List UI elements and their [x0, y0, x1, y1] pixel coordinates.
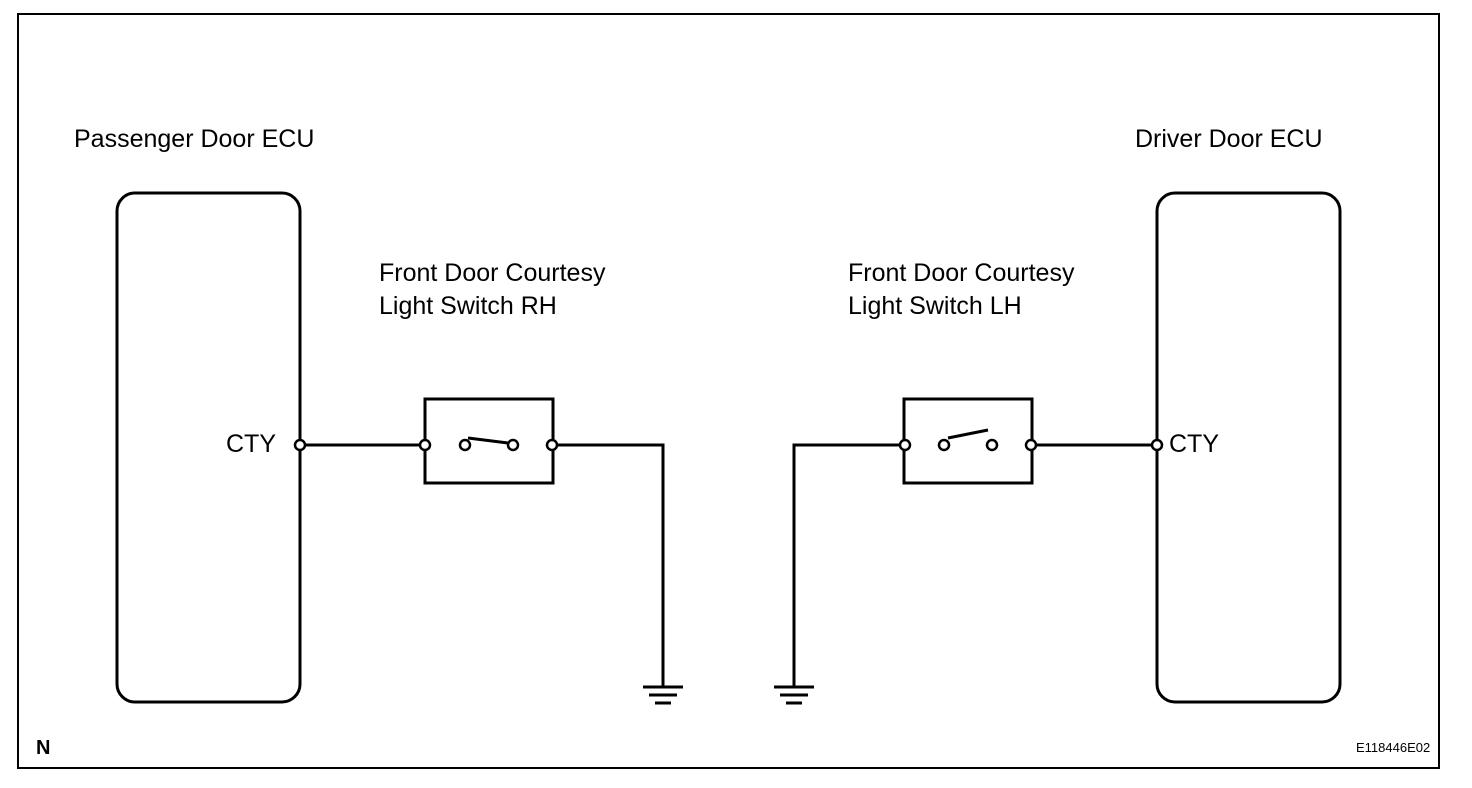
switch-lh-label-line2: Light Switch LH [848, 292, 1022, 320]
ground-symbol-rh [643, 685, 683, 705]
switch-lh-label-line1: Front Door Courtesy [848, 259, 1075, 287]
switch-lh-terminal-left [898, 438, 912, 452]
passenger-cty-pin-label: CTY [226, 430, 276, 458]
switch-rh-contact-right [506, 438, 520, 452]
switch-rh-label-line2: Light Switch RH [379, 292, 557, 320]
passenger-cty-terminal [293, 438, 307, 452]
north-marker: N [36, 737, 51, 759]
switch-rh-label-line1: Front Door Courtesy [379, 259, 606, 287]
driver-ecu-title: Driver Door ECU [1135, 125, 1323, 153]
switch-lh-box [902, 397, 1034, 485]
driver-cty-terminal [1150, 438, 1164, 452]
switch-lh-blade [947, 428, 989, 440]
wire-switch-rh-to-ground [557, 443, 665, 686]
switch-lh-terminal-right [1024, 438, 1038, 452]
switch-rh-blade [467, 436, 509, 445]
switch-rh-terminal-right [545, 438, 559, 452]
switch-lh-contact-left [937, 438, 951, 452]
passenger-ecu-title: Passenger Door ECU [74, 125, 315, 153]
switch-lh-contact-right [985, 438, 999, 452]
switch-rh-terminal-left [418, 438, 432, 452]
wire-ground-to-switch-lh [792, 443, 899, 686]
driver-cty-pin-label: CTY [1169, 430, 1219, 458]
ground-symbol-lh [774, 685, 814, 705]
figure-code: E118446E02 [1356, 740, 1431, 755]
diagram-frame [17, 13, 1440, 769]
switch-rh-contact-left [458, 438, 472, 452]
